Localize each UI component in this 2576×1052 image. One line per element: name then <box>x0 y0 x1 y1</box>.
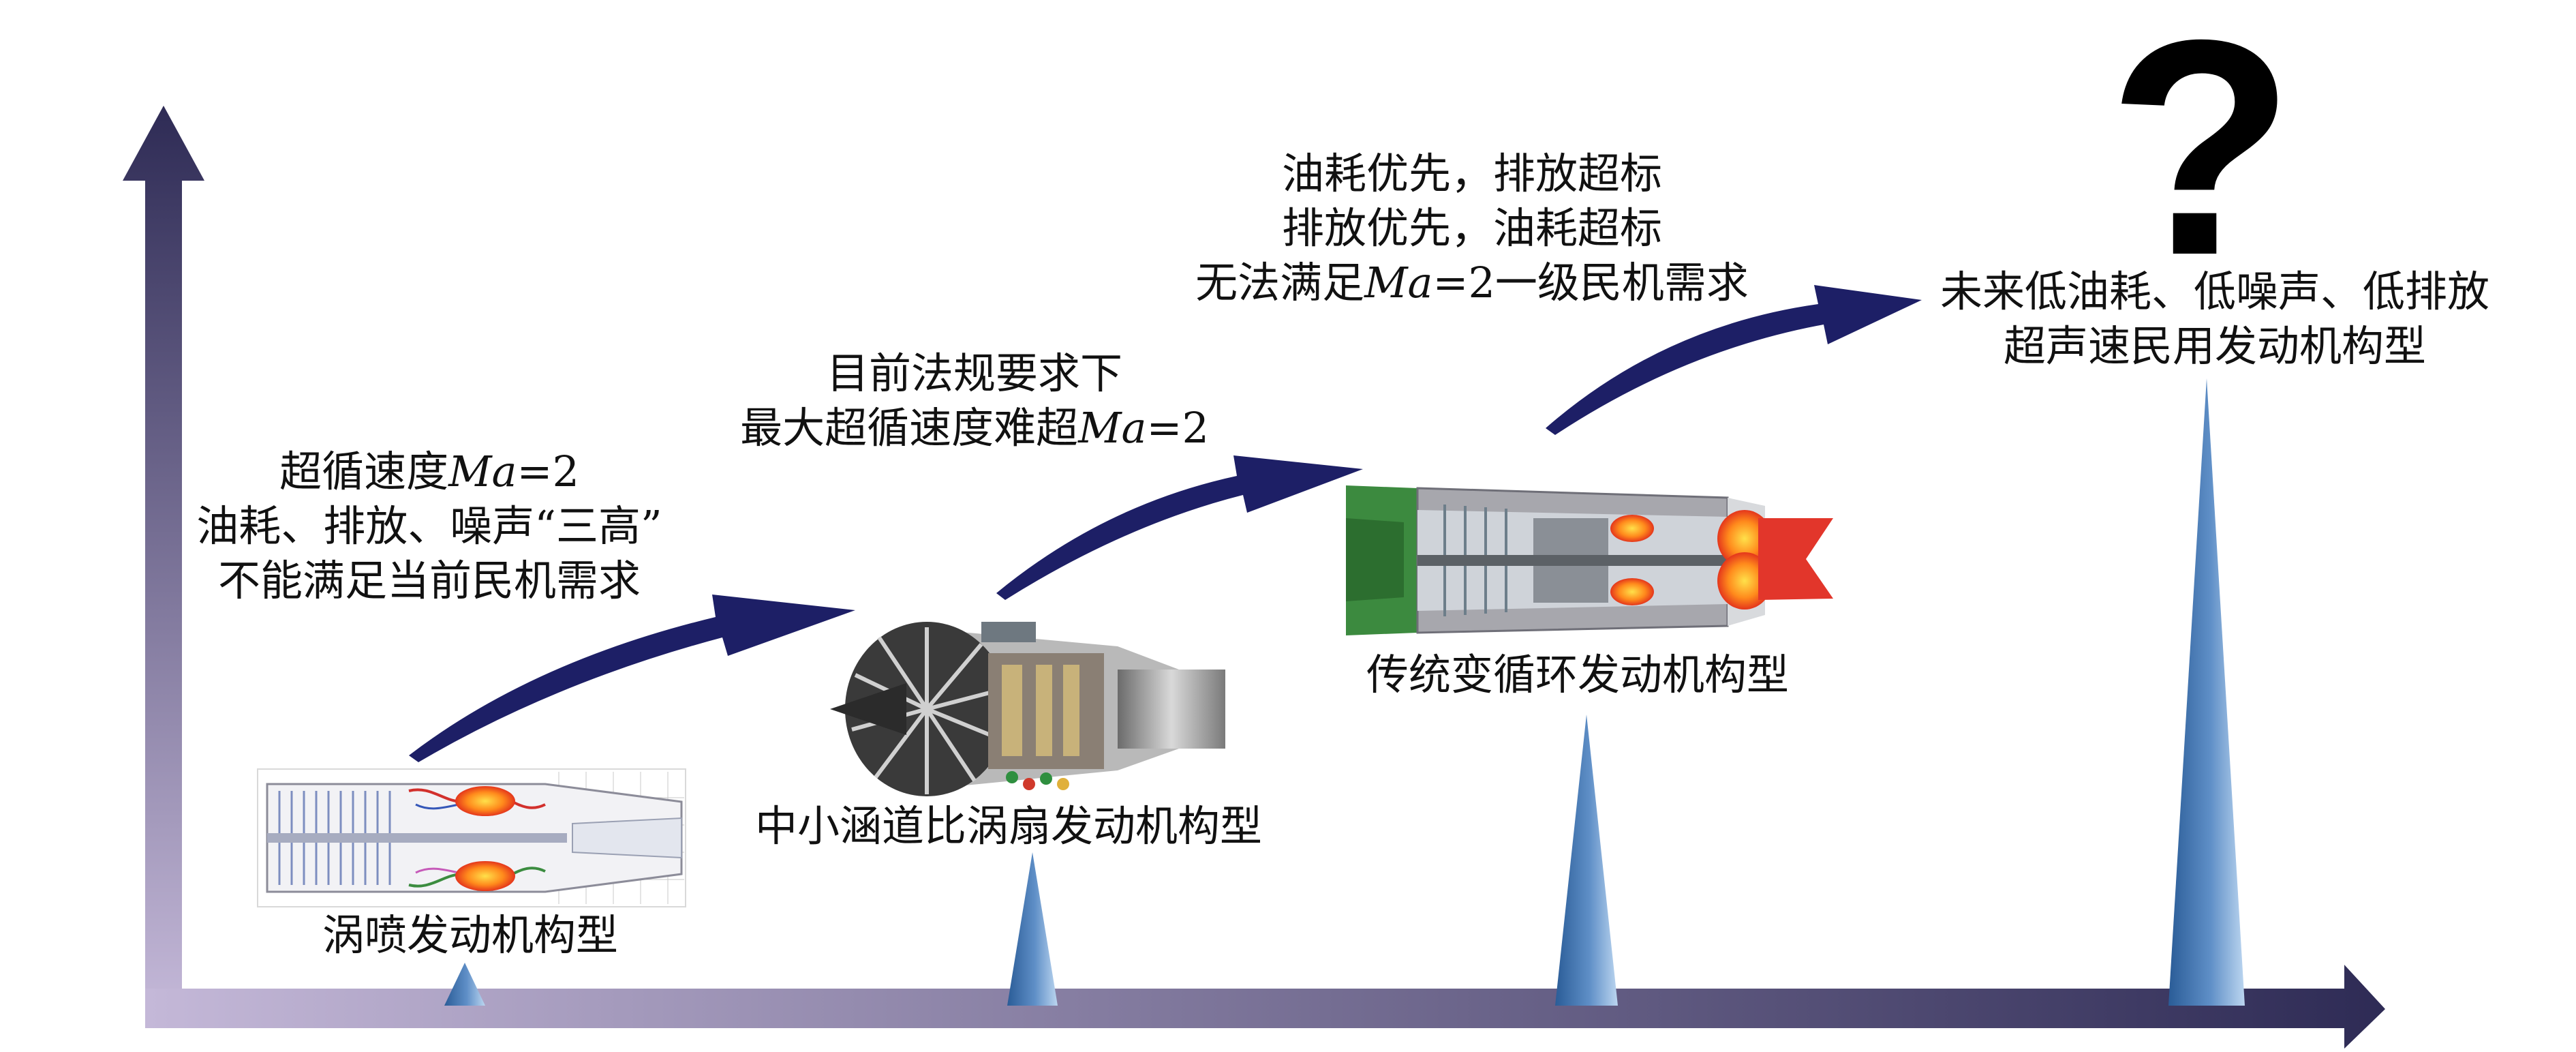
turbofan-engine-image <box>830 622 1225 796</box>
mach-symbol: Ma <box>1364 258 1433 307</box>
variable-cycle-notes: 油耗优先，排放超标排放优先，油耗超标无法满足Ma=2一级民机需求 <box>1172 147 1772 310</box>
mach-symbol: Ma <box>1078 403 1147 453</box>
trend-arrow-1 <box>409 595 855 762</box>
mach-symbol: Ma <box>448 447 517 496</box>
spike-future <box>2168 378 2245 1006</box>
turbojet-caption: 涡喷发动机构型 <box>322 910 618 960</box>
x-axis <box>145 965 2385 1049</box>
note-text: =2 <box>517 447 579 496</box>
note-text: 超声速民用发动机构型 <box>2003 321 2426 371</box>
note-text: 未来低油耗、低噪声、低排放 <box>1939 267 2489 316</box>
note-line: 未来低油耗、低噪声、低排放 <box>1895 265 2535 319</box>
note-line: 油耗、排放、噪声“三高” <box>170 499 688 554</box>
spike-low-bypass <box>1007 852 1058 1006</box>
note-text: 无法满足 <box>1195 258 1365 307</box>
y-axis <box>123 106 204 1012</box>
variable-cycle-caption: 传统变循环发动机构型 <box>1366 650 1789 700</box>
note-line: 超循速度Ma=2 <box>170 445 688 499</box>
turbofan-caption: 中小涵道比涡扇发动机构型 <box>754 801 1262 851</box>
note-text: 不能满足当前民机需求 <box>217 556 641 605</box>
variable-cycle-engine-image <box>1346 485 1833 635</box>
note-text: 油耗、排放、噪声“三高” <box>196 501 662 551</box>
turbojet-engine-image <box>257 768 686 907</box>
turbofan-notes: 目前法规要求下最大超循速度难超Ma=2 <box>716 346 1233 455</box>
note-text: 目前法规要求下 <box>826 348 1122 398</box>
question-mark: ? <box>2108 0 2295 319</box>
note-line: 排放优先，油耗超标 <box>1172 201 1772 256</box>
note-text: 超循速度 <box>279 447 449 496</box>
note-text: =2一级民机需求 <box>1432 258 1749 307</box>
note-line: 油耗优先，排放超标 <box>1172 147 1772 201</box>
note-line: 不能满足当前民机需求 <box>170 554 688 608</box>
note-text: 油耗优先，排放超标 <box>1281 149 1662 198</box>
trend-arrow-2 <box>996 455 1363 600</box>
note-line: 最大超循速度难超Ma=2 <box>716 401 1233 455</box>
note-text: 最大超循速度难超 <box>740 403 1079 453</box>
trend-arrow-3 <box>1546 285 1922 435</box>
note-line: 超声速民用发动机构型 <box>1895 319 2535 374</box>
note-text: =2 <box>1146 403 1209 453</box>
spike-variable-cycle <box>1555 715 1618 1006</box>
note-text: 排放优先，油耗超标 <box>1281 203 1662 253</box>
future-notes: 未来低油耗、低噪声、低排放超声速民用发动机构型 <box>1895 265 2535 374</box>
note-line: 无法满足Ma=2一级民机需求 <box>1172 256 1772 310</box>
spike-turbojet <box>444 963 485 1006</box>
note-line: 目前法规要求下 <box>716 346 1233 401</box>
